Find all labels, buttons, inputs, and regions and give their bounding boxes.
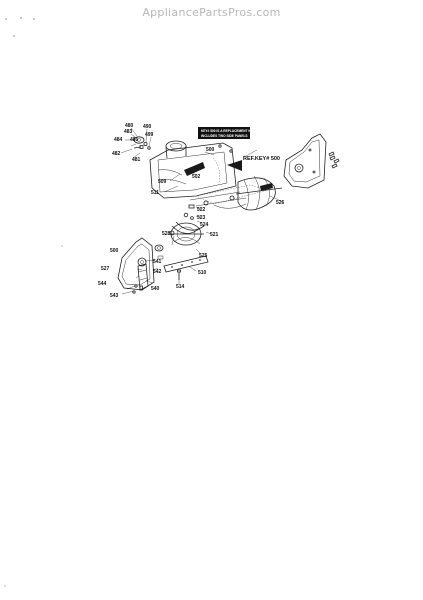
callout-525: 525: [199, 253, 208, 259]
callout-arrow: [227, 160, 242, 171]
callout-511: 511: [151, 190, 159, 196]
left-side-panel: [117, 237, 155, 291]
bolt-514: [177, 269, 181, 280]
callout-484: 484: [114, 137, 123, 143]
callout-523: 523: [197, 215, 206, 221]
callout-542: 542: [153, 269, 162, 275]
callout-527: 527: [101, 266, 110, 272]
bolts-522-523: [183, 204, 195, 220]
bearing-528: [154, 244, 164, 260]
scan-specks: [4, 17, 63, 587]
callout-481: 481: [132, 157, 141, 163]
callout-544: 544: [98, 281, 107, 287]
callout-482: 482: [112, 151, 121, 157]
note-line-1: KEY# 500 IS A REPLACEMENT KIT AND: [201, 129, 262, 133]
callout-524: 524: [200, 222, 209, 228]
callout-514: 514: [176, 284, 185, 290]
callout-526: 526: [276, 200, 285, 206]
callout-483: 483: [124, 129, 133, 135]
callout-480: 480: [125, 123, 134, 129]
callout-490: 490: [143, 124, 152, 130]
callout-485: 485: [130, 137, 139, 143]
callout-500-left: 500: [110, 248, 119, 254]
callout-521: 521: [210, 232, 219, 238]
callout-510: 510: [198, 270, 207, 276]
callout-499: 499: [145, 132, 154, 138]
hardware-cluster-right: [328, 151, 340, 169]
hardware-cluster-left: [133, 136, 151, 150]
skid-hardware: [132, 263, 149, 294]
auger-housing: [149, 140, 237, 199]
scraper-bar: [163, 255, 209, 273]
callout-ref-500: REF.KEY# 500: [243, 156, 280, 162]
left-auger: [169, 221, 205, 246]
callout-500-top: 500: [206, 147, 215, 153]
watermark: AppliancePartsPros.com: [142, 6, 281, 19]
replacement-kit-note: KEY# 500 IS A REPLACEMENT KIT AND INCLUD…: [198, 127, 262, 139]
callout-502: 502: [192, 174, 201, 180]
callout-540: 540: [151, 286, 160, 292]
callout-543: 543: [110, 293, 119, 299]
callout-509: 509: [158, 179, 167, 185]
right-side-panel: [283, 133, 327, 189]
note-line-2: INCLUDES TWO SIDE PANELS: [201, 134, 248, 138]
right-auger: [235, 175, 283, 211]
callout-528: 528: [162, 231, 171, 237]
callout-522: 522: [197, 207, 206, 213]
callout-541: 541: [153, 259, 162, 265]
callout-labels: 480 483 484 485 482 481 490 499 500 509 …: [98, 123, 285, 299]
